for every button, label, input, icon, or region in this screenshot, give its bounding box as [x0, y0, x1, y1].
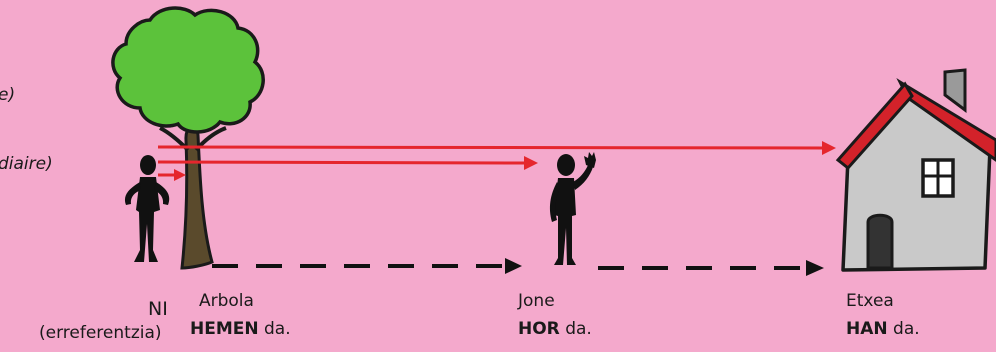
place-name-jone: Jone — [518, 291, 555, 311]
ground-arrows — [212, 258, 824, 276]
margin-fragment-bottom: diaire) — [0, 154, 53, 174]
person-waving-icon — [549, 152, 596, 265]
place-sentence-etxea: HAN da. — [846, 318, 920, 340]
verb-arbola: da. — [264, 319, 291, 339]
adverb-hemen: HEMEN — [190, 319, 259, 339]
adverb-hor: HOR — [518, 319, 560, 339]
speaker-figure — [124, 155, 170, 262]
margin-fragment-top: e) — [0, 85, 16, 105]
ni-sublabel: (erreferentzia) — [39, 323, 162, 343]
ni-label: NI — [148, 298, 168, 320]
arrow-to-jone — [157, 160, 529, 165]
adverb-han: HAN — [846, 319, 888, 339]
place-sentence-jone: HOR da. — [518, 318, 592, 340]
arrow-to-etxea — [157, 145, 827, 150]
red-arrows — [157, 141, 836, 181]
place-name-etxea: Etxea — [846, 291, 894, 311]
place-sentence-arbola: HEMEN da. — [190, 318, 291, 340]
tree-icon — [111, 6, 265, 270]
place-name-arbola: Arbola — [199, 291, 254, 311]
verb-jone: da. — [565, 319, 592, 339]
house-icon — [835, 68, 996, 272]
verb-etxea: da. — [893, 319, 920, 339]
